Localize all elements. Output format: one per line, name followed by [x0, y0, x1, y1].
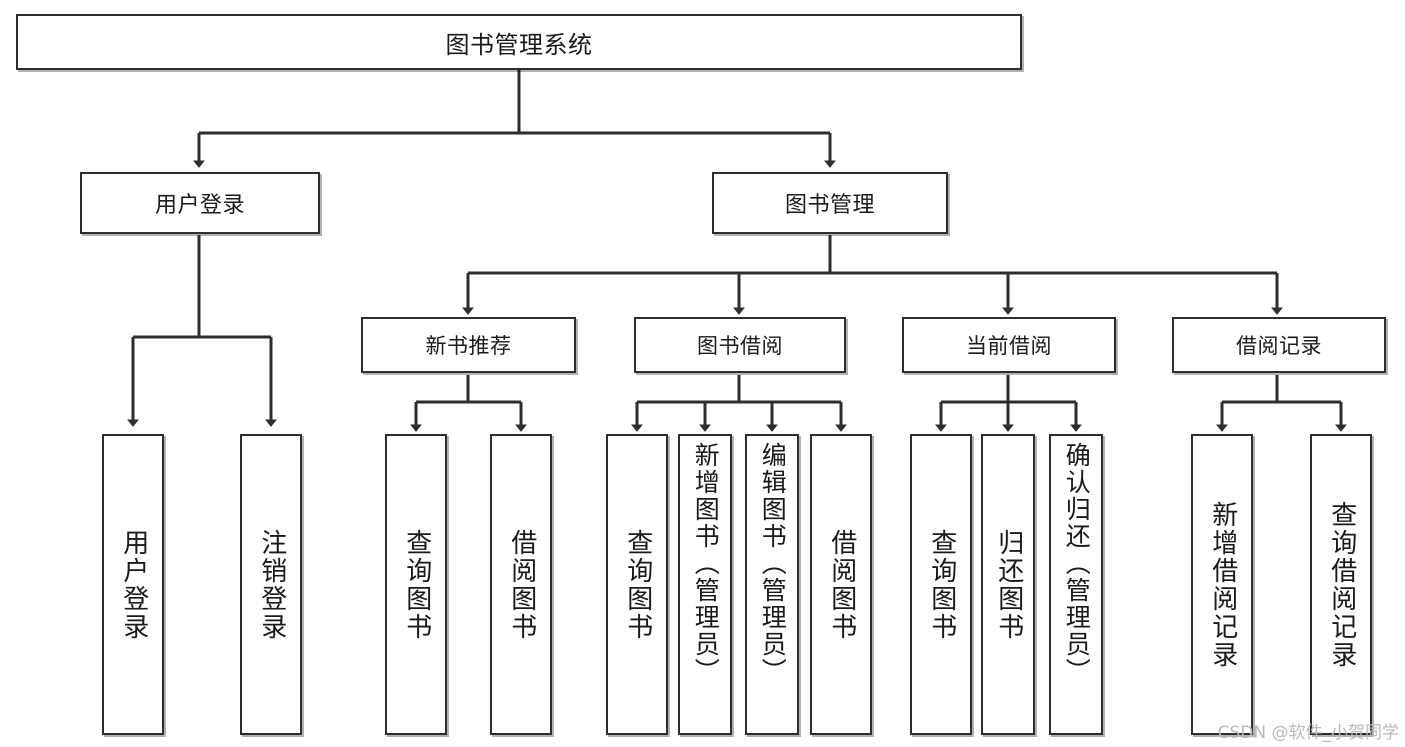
leaf-edit-book[interactable]: 编辑图书（管理员） [745, 434, 799, 735]
node-label: 确认归还（管理员） [1062, 442, 1092, 685]
node-label: 借阅图书 [506, 528, 537, 641]
leaf-query-book-2[interactable]: 查询图书 [606, 434, 668, 735]
node-label: 归还图书 [993, 528, 1024, 641]
node-borrow-record[interactable]: 借阅记录 [1172, 317, 1386, 373]
node-label: 借阅图书 [826, 528, 857, 641]
node-label: 新增图书（管理员） [691, 442, 721, 685]
node-label: 编辑图书（管理员） [758, 442, 788, 685]
node-label: 查询图书 [401, 528, 432, 641]
node-label: 当前借阅 [966, 334, 1052, 358]
leaf-borrow-book-2[interactable]: 借阅图书 [810, 434, 872, 735]
node-label: 注销登录 [256, 528, 287, 641]
node-label: 图书管理 [784, 193, 875, 218]
leaf-query-book-3[interactable]: 查询图书 [910, 434, 972, 735]
node-label: 图书借阅 [697, 334, 783, 358]
leaf-return-book[interactable]: 归还图书 [981, 434, 1035, 735]
node-current-borrow[interactable]: 当前借阅 [902, 317, 1116, 373]
csdn-watermark: CSDN @软件_小贺同学 [1217, 723, 1399, 743]
node-label: 查询借阅记录 [1326, 500, 1357, 669]
leaf-add-book[interactable]: 新增图书（管理员） [678, 434, 732, 735]
node-user-login[interactable]: 用户登录 [80, 172, 320, 234]
leaf-user-logout[interactable]: 注销登录 [240, 434, 302, 735]
leaf-add-record[interactable]: 新增借阅记录 [1191, 434, 1253, 735]
leaf-query-book-1[interactable]: 查询图书 [385, 434, 447, 735]
node-label: 借阅记录 [1236, 334, 1322, 358]
leaf-query-record[interactable]: 查询借阅记录 [1310, 434, 1372, 735]
leaf-borrow-book-1[interactable]: 借阅图书 [490, 434, 552, 735]
node-label: 查询图书 [926, 528, 957, 641]
node-label: 图书管理系统 [445, 30, 593, 59]
leaf-confirm-return[interactable]: 确认归还（管理员） [1049, 434, 1103, 735]
node-book-borrow[interactable]: 图书借阅 [634, 317, 846, 373]
node-label: 用户登录 [118, 528, 149, 641]
node-label: 查询图书 [622, 528, 653, 641]
node-book-manage[interactable]: 图书管理 [712, 172, 948, 234]
leaf-user-login[interactable]: 用户登录 [102, 434, 164, 735]
node-root-system[interactable]: 图书管理系统 [16, 14, 1022, 70]
node-label: 用户登录 [154, 193, 245, 218]
node-label: 新书推荐 [425, 334, 512, 358]
node-label: 新增借阅记录 [1207, 500, 1238, 669]
node-new-book-recommend[interactable]: 新书推荐 [361, 317, 576, 373]
